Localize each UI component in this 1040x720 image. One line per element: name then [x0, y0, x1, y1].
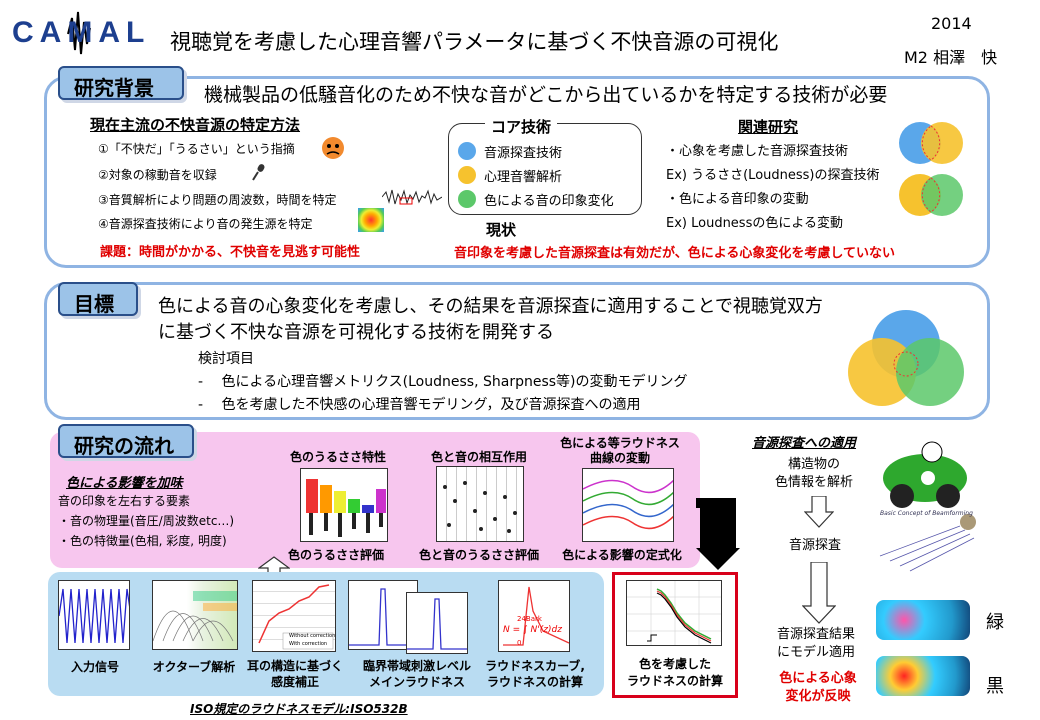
- color-loudness-caption: 色を考慮した ラウドネスの計算: [626, 657, 723, 688]
- venn-yellow-green-icon: [896, 172, 966, 218]
- loudness-curve-thumbnail: 24Bark N = ∫ N'(z)dz 0: [498, 580, 570, 652]
- chart-1-title: 色のうるささ特性: [290, 450, 387, 464]
- goal-items-title: 検討項目: [198, 351, 254, 367]
- core-item-1-dot: [458, 142, 476, 160]
- issue-text: 課題：時間がかかる、不快音を見逃す可能性: [100, 245, 361, 260]
- author: M2 相澤 快: [904, 48, 998, 67]
- chart-2-title: 色と音の相互作用: [430, 450, 527, 464]
- octave-analysis-thumbnail: [152, 580, 238, 650]
- related-item-2: Ex) うるささ(Loudness)の探査技術: [666, 168, 880, 183]
- related-title: 関連研究: [738, 118, 799, 136]
- apply-arrow-2-icon: [801, 561, 837, 624]
- background-panel: [44, 76, 990, 268]
- core-item-2-dot: [458, 166, 476, 184]
- iso-step-4: 臨界帯域刺激レベル メインラウドネス: [362, 659, 471, 689]
- core-item-1-label: 音源探査技術: [484, 146, 563, 161]
- goal-item-1: - 色による心理音響メトリクス(Loudness, Sharpness等)の変動…: [198, 374, 688, 390]
- apply-title: 音源探査への適用: [752, 436, 857, 451]
- core-item-3-label: 色による音の印象変化: [484, 194, 614, 209]
- iso-step-2: オクターブ解析: [152, 660, 236, 674]
- formula-top: 24Bark: [517, 615, 542, 623]
- venn-blue-yellow-icon: [896, 120, 966, 166]
- related-item-4: Ex) Loudnessの色による変動: [666, 216, 843, 231]
- flow-label: 研究の流れ: [58, 424, 194, 458]
- down-arrow-icon: [696, 498, 740, 570]
- green-car-map: [876, 600, 970, 640]
- chart-2-caption: 色と音のうるささ評価: [418, 548, 539, 562]
- car-label-green: 緑: [986, 612, 1004, 633]
- step-2: ②対象の稼動音を収録: [98, 168, 217, 182]
- background-label: 研究背景: [58, 66, 184, 100]
- goal-label: 目標: [58, 282, 138, 316]
- core-tech-title: コア技術: [485, 116, 558, 137]
- equal-loudness-chart: [582, 468, 674, 542]
- step-1: ①「不快だ」「うるさい」という指摘: [98, 142, 295, 156]
- ear-correction-thumbnail: Without correction With correction: [252, 580, 336, 652]
- logo-text: CAMAL: [12, 16, 151, 49]
- logo: CAMAL: [12, 8, 144, 58]
- waveform-thumbnail: [382, 186, 442, 208]
- angry-face-icon: [316, 134, 350, 162]
- color-loudness-bar-chart: [300, 468, 388, 542]
- iso-step-3: 耳の構造に基づく 感度補正: [246, 659, 343, 689]
- iso-step-5: ラウドネスカーブ, ラウドネスの計算: [485, 659, 585, 689]
- chart-3-caption: 色による影響の定式化: [562, 548, 682, 562]
- goal-panel: [44, 282, 990, 420]
- legend-without-label: Without correction: [289, 633, 336, 639]
- goal-line-2: に基づく不快な音源を可視化する技術を開発する: [158, 322, 554, 343]
- influence-item-1: 音の印象を左右する要素: [58, 494, 191, 508]
- status-text: 音印象を考慮した音源探査は有効だが、色による心象変化を考慮していない: [454, 246, 895, 261]
- beamforming-diagram: Basic Concept of Beamforming: [870, 506, 980, 590]
- step-4: ④音源探査技術により音の発生源を特定: [98, 217, 313, 231]
- core-item-3-dot: [458, 190, 476, 208]
- status-title: 現状: [486, 221, 517, 239]
- beamforming-label: Basic Concept of Beamforming: [880, 510, 973, 517]
- color-loudness-thumbnail: [626, 580, 722, 646]
- apply-step-2: 音源探査: [788, 538, 841, 553]
- goal-item-2: - 色を考慮した不快感の心理音響モデリング，及び音源探査への適用: [198, 397, 641, 413]
- color-sound-interaction-chart: [436, 466, 524, 542]
- related-item-3: ・色による音印象の変動: [666, 192, 809, 207]
- step-3: ③音質解析により問題の周波数，時間を特定: [98, 193, 337, 207]
- background-lead: 機械製品の低騒音化のため不快な音がどこから出ているかを特定する技術が必要: [204, 84, 888, 106]
- logo-wave-icon: [67, 11, 91, 55]
- related-item-1: ・心象を考慮した音源探査技術: [666, 144, 849, 159]
- formula-main: N = ∫ N'(z)dz: [503, 625, 562, 635]
- influence-title: 色による影響を加味: [66, 476, 183, 491]
- legend-with-label: With correction: [289, 641, 328, 647]
- goal-line-1: 色による音の心象変化を考慮し、その結果を音源探査に適用することで視聴覚双方: [158, 296, 823, 317]
- green-car-image: [880, 432, 970, 512]
- microphone-icon: [250, 163, 266, 181]
- sound-source-map-icon: [358, 208, 384, 232]
- apply-result: 色による心象 変化が反映: [779, 671, 857, 704]
- influence-item-2: ・音の物理量(音圧/周波数etc…): [58, 514, 235, 528]
- chart-1-caption: 色のうるささ評価: [287, 548, 384, 562]
- iso-step-1: 入力信号: [70, 660, 119, 674]
- page-title: 視聴覚を考慮した心理音響パラメータに基づく不快音源の可視化: [170, 30, 779, 54]
- apply-step-1: 構造物の 色情報を解析: [774, 457, 853, 490]
- black-car-map: [876, 656, 970, 696]
- year: 2014: [931, 14, 972, 33]
- core-item-2-label: 心理音響解析: [484, 170, 563, 185]
- chart-3-title: 色による等ラウドネス 曲線の変動: [560, 436, 680, 465]
- iso-caption: ISO規定のラウドネスモデル:ISO532B: [190, 702, 408, 716]
- formula-bottom: 0: [517, 639, 522, 647]
- apply-step-3: 音源探査結果 にモデル適用: [776, 627, 855, 660]
- critical-band-thumbnail-2: [406, 592, 468, 654]
- influence-item-3: ・色の特徴量(色相, 彩度, 明度): [58, 534, 227, 548]
- input-signal-thumbnail: [58, 580, 130, 650]
- current-methods-title: 現在主流の不快音源の特定方法: [90, 116, 301, 134]
- venn-three-icon: [838, 308, 974, 408]
- apply-arrow-1-icon: [803, 495, 835, 528]
- car-label-black: 黒: [986, 676, 1004, 697]
